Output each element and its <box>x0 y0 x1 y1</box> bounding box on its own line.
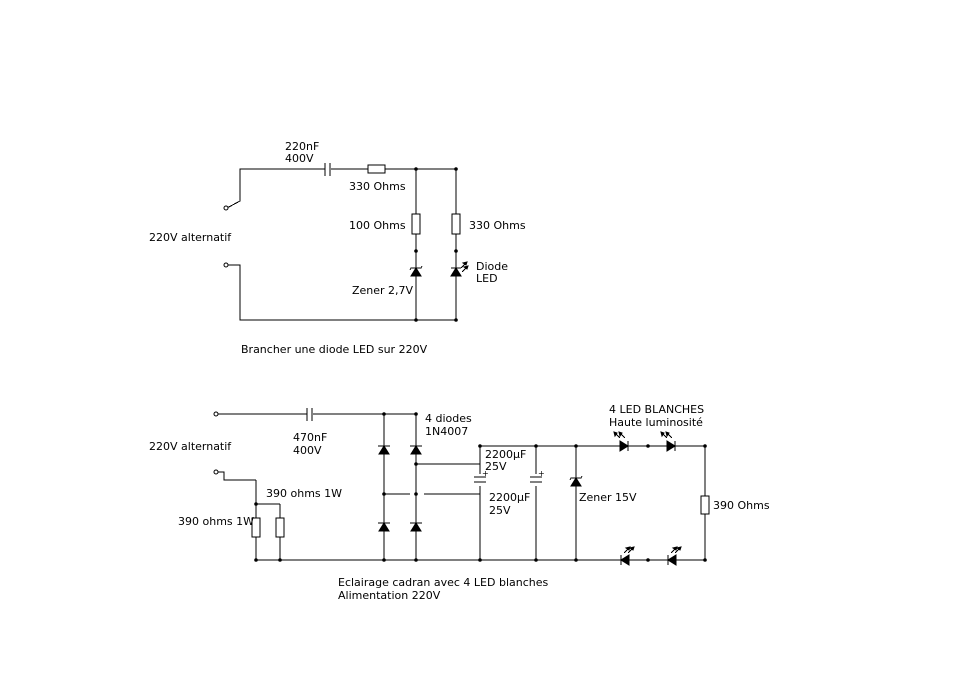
led-top-1-symbol <box>613 431 629 452</box>
series-resistor-label: 330 Ohms <box>349 180 406 193</box>
zener-label: Zener 2,7V <box>352 284 414 297</box>
resistor-330-led-label: 330 Ohms <box>469 219 526 232</box>
ac2-terminal-top <box>213 411 219 417</box>
circuit-1-caption: Brancher une diode LED sur 220V <box>241 343 428 356</box>
svg-text:+: + <box>538 469 545 478</box>
zener-15v-label: Zener 15V <box>579 491 637 504</box>
input-resistor-top-label: 390 ohms 1W <box>266 487 342 500</box>
resistor-330-led-symbol <box>451 213 461 235</box>
bridge-diode-bottom-right-symbol <box>410 522 422 532</box>
input-resistor-left-label: 390 ohms 1W <box>178 515 254 528</box>
bridge-label-line1: 4 diodes <box>425 412 472 425</box>
bridge-label-line2: 1N4007 <box>425 425 468 438</box>
cap-value-label: 220nF <box>285 140 319 153</box>
zener-15v-symbol <box>569 475 583 487</box>
cap1-value-label: 2200µF <box>485 448 526 461</box>
zener-diode-symbol <box>409 265 423 277</box>
cap-470-voltage-label: 400V <box>293 444 322 457</box>
capacitor-2200uf-2-symbol: + <box>530 469 545 486</box>
resistor-100-label: 100 Ohms <box>349 219 406 232</box>
circuit-2: + + <box>149 403 770 602</box>
ac2-input-label: 220V alternatif <box>149 440 232 453</box>
resistor-330-series-symbol <box>367 164 386 174</box>
led-bottom-1-symbol <box>620 546 635 566</box>
resistor-390-load-symbol <box>700 495 710 515</box>
circuit-1: 220nF 400V 330 Ohms 100 Ohms 330 Ohms Ze… <box>149 140 526 356</box>
circuit-1-junctions <box>414 167 458 322</box>
cap-voltage-label: 400V <box>285 152 314 165</box>
capacitor-220nf-symbol <box>324 163 331 176</box>
cap2-voltage-label: 25V <box>489 504 511 517</box>
resistor-390-left-symbol <box>251 517 261 538</box>
bridge-diode-top-left-symbol <box>378 445 390 455</box>
cap1-voltage-label: 25V <box>485 460 507 473</box>
circuit-2-caption-line1: Eclairage cadran avec 4 LED blanches <box>338 576 549 589</box>
led-label-line2: LED <box>476 272 498 285</box>
cap-470-value-label: 470nF <box>293 431 327 444</box>
capacitor-470nf-symbol <box>306 408 313 421</box>
resistor-100-symbol <box>411 213 421 235</box>
ac2-terminal-bottom <box>213 469 219 475</box>
circuit-1-wires <box>226 168 457 321</box>
resistor-390-right-symbol <box>275 517 285 538</box>
ac-terminal-top <box>223 205 229 211</box>
svg-text:+: + <box>482 469 489 478</box>
load-resistor-label: 390 Ohms <box>713 499 770 512</box>
circuit-2-junctions <box>254 412 707 562</box>
leds-subtitle-label: Haute luminosité <box>609 416 703 429</box>
led-bottom-2-symbol <box>667 546 682 566</box>
bridge-diode-bottom-left-symbol <box>378 522 390 532</box>
capacitor-2200uf-1-symbol: + <box>474 469 489 486</box>
cap2-value-label: 2200µF <box>489 491 530 504</box>
ac-terminal-bottom <box>223 262 229 268</box>
bridge-diode-top-right-symbol <box>410 445 422 455</box>
led-symbol <box>450 261 469 277</box>
circuit-2-caption-line2: Alimentation 220V <box>338 589 441 602</box>
leds-title-label: 4 LED BLANCHES <box>609 403 704 416</box>
led-label-line1: Diode <box>476 260 508 273</box>
ac-input-label: 220V alternatif <box>149 231 232 244</box>
led-top-2-symbol <box>660 431 676 452</box>
